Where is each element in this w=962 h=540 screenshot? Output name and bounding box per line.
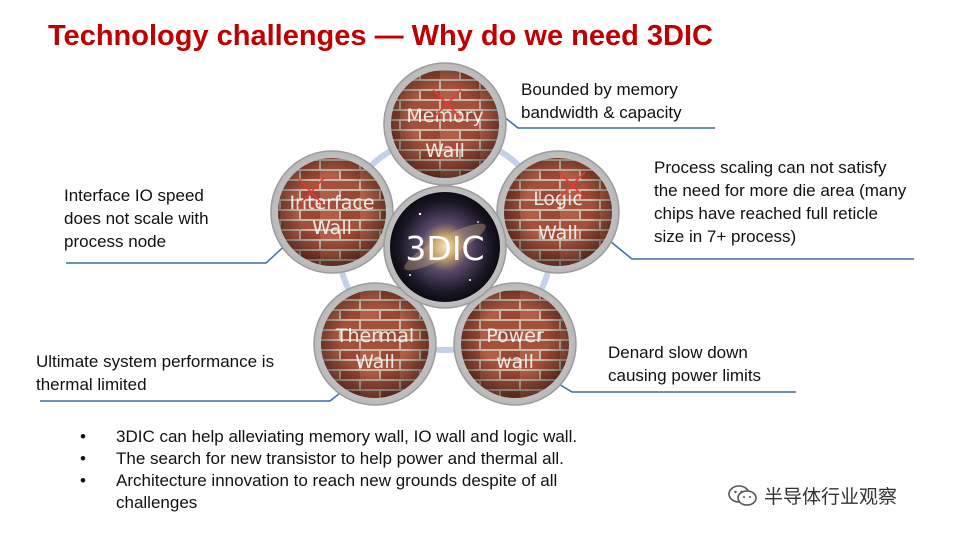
logic-callout-line: chips have reached full reticle bbox=[654, 204, 878, 223]
memory-wall-label-2: Wall bbox=[425, 140, 465, 162]
logic-callout: Process scaling can not satisfy the need… bbox=[654, 156, 906, 248]
bullet-dot: • bbox=[80, 449, 86, 468]
power-wall-label-2: wall bbox=[496, 351, 534, 373]
slide-title: Technology challenges — Why do we need 3… bbox=[48, 20, 713, 52]
interface-callout: Interface IO speed does not scale with p… bbox=[64, 184, 209, 253]
interface-wall-label-1: Interface bbox=[289, 192, 374, 214]
wechat-icon bbox=[728, 484, 757, 506]
bullet-dot: • bbox=[80, 471, 86, 490]
thermal-callout-line: thermal limited bbox=[36, 375, 147, 394]
bullet-item: • 3DIC can help alleviating memory wall, … bbox=[80, 426, 640, 448]
memory-callout-line: Bounded by memory bbox=[521, 80, 678, 99]
interface-callout-line: does not scale with bbox=[64, 209, 209, 228]
thermal-callout-line: Ultimate system performance is bbox=[36, 352, 275, 371]
thermal-wall-label-1: Thermal bbox=[335, 325, 414, 347]
logic-wall-node: Logic Wall bbox=[496, 150, 620, 274]
bullet-text: Architecture innovation to reach new gro… bbox=[116, 471, 558, 512]
bullet-dot: • bbox=[80, 427, 86, 446]
power-wall-node: Power wall bbox=[453, 282, 577, 406]
power-callout: Denard slow down causing power limits bbox=[608, 341, 761, 387]
logic-callout-line: the need for more die area (many bbox=[654, 181, 907, 200]
power-callout-line: causing power limits bbox=[608, 366, 762, 385]
interface-cross-icon bbox=[297, 177, 325, 207]
thermal-callout: Ultimate system performance is thermal l… bbox=[36, 350, 274, 396]
interface-wall-node: Interface Wall bbox=[270, 150, 394, 274]
bullet-item: • Architecture innovation to reach new gr… bbox=[80, 470, 640, 514]
center-3dic-label: 3DIC bbox=[405, 229, 484, 268]
logic-callout-line: size in 7+ process) bbox=[654, 227, 797, 246]
memory-wall-node: Memory Wall bbox=[383, 62, 507, 186]
logic-cross-icon bbox=[558, 171, 586, 199]
logic-wall-label-2: Wall bbox=[538, 222, 578, 244]
memory-callout: Bounded by memory bandwidth & capacity bbox=[521, 78, 682, 124]
logic-wall-label-1: Logic bbox=[533, 188, 583, 210]
bullet-item: • The search for new transistor to help p… bbox=[80, 448, 640, 470]
bullet-text: 3DIC can help alleviating memory wall, I… bbox=[116, 427, 578, 446]
interface-callout-line: Interface IO speed bbox=[64, 186, 204, 205]
center-3dic-node: 3DIC bbox=[383, 185, 507, 309]
logic-callout-line: Process scaling can not satisfy bbox=[654, 158, 887, 177]
memory-cross-icon bbox=[432, 89, 462, 119]
watermark: 半导体行业观察 bbox=[728, 482, 897, 509]
memory-wall-label-1: Memory bbox=[406, 105, 483, 127]
power-callout-line: Denard slow down bbox=[608, 343, 748, 362]
power-wall-label-1: Power bbox=[486, 325, 544, 347]
logic-connector bbox=[604, 236, 914, 260]
watermark-text: 半导体行业观察 bbox=[764, 486, 898, 508]
thermal-wall-node: Thermal Wall bbox=[313, 282, 437, 406]
bullet-text: The search for new transistor to help po… bbox=[116, 449, 564, 468]
summary-bullets: • 3DIC can help alleviating memory wall, … bbox=[80, 426, 640, 514]
thermal-wall-label-2: Wall bbox=[355, 351, 395, 373]
interface-wall-label-2: Wall bbox=[312, 217, 352, 239]
interface-callout-line: process node bbox=[64, 232, 167, 251]
memory-callout-line: bandwidth & capacity bbox=[521, 103, 682, 122]
